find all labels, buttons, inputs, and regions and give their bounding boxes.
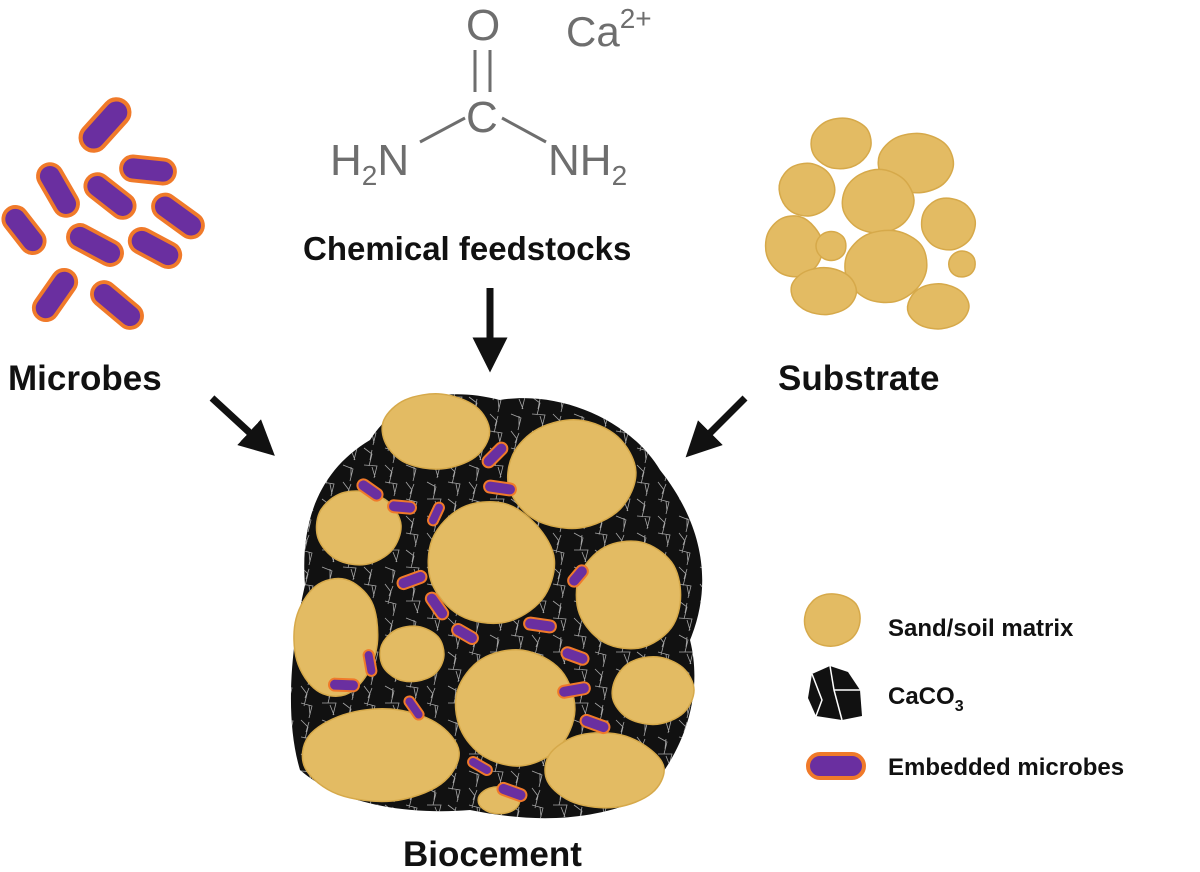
legend-microbe-icon [806,752,866,780]
rod-microbe-icon [451,623,479,645]
sand-grain-icon [920,197,977,251]
substrate-label: Substrate [778,359,939,398]
legend-caco3-label: CaCO3 [888,683,964,715]
urea-molecule: O C H2N NH2 [330,1,627,191]
sand-grain-icon [948,250,976,278]
rod-microbe-icon [396,569,428,591]
rod-microbe-icon [356,478,384,502]
urea-oxygen: O [466,1,500,50]
rod-microbe-icon [481,441,509,469]
sand-grain-icon [544,731,665,809]
rod-microbe-icon [119,154,177,186]
sand-grain-icon [778,162,836,217]
sand-grain-icon [844,229,928,304]
sand-grain-icon [815,230,847,262]
legend-sand-grain-icon [803,593,861,647]
rod-microbe-icon [66,223,124,267]
substrate-arrow-icon [685,395,748,458]
substrate-cluster [764,117,977,330]
biocement-embedded-microbes [328,441,611,803]
chemical-feedstocks-label: Chemical feedstocks [303,230,631,267]
rod-microbe-icon [1,205,47,255]
rod-microbe-icon [560,646,590,666]
urea-left-amine: H2N [330,136,409,191]
rod-microbe-icon [467,756,493,776]
microbes-label: Microbes [8,359,162,398]
rod-microbe-icon [387,499,417,515]
urea-carbon: C [466,93,498,142]
sand-grain-icon [790,266,858,316]
biocement-composite [290,393,703,819]
urea-right-amine: NH2 [548,136,627,191]
sand-grain-icon [454,649,576,767]
sand-grain-icon [841,168,915,234]
rod-microbe-icon [127,227,183,269]
rod-microbe-icon [403,695,425,721]
urea-bond-left [419,116,466,144]
rod-microbe-icon [579,713,611,735]
legend-microbes-label: Embedded microbes [888,754,1124,781]
biocement-sand-grains [293,393,695,815]
rod-microbe-icon [83,172,137,220]
sand-grain-icon [381,393,491,470]
sand-grain-icon [315,490,402,566]
sand-grain-icon [764,215,824,278]
sand-grain-icon [379,625,445,683]
sand-grain-icon [906,283,970,330]
sand-grain-icon [611,655,695,726]
sand-grain-icon [575,540,682,650]
sand-grain-icon [506,419,637,530]
rod-microbe-icon [424,591,450,621]
rod-microbe-icon [362,649,378,677]
legend-sand-label: Sand/soil matrix [888,615,1074,642]
rod-microbe-icon [496,781,528,803]
legend-caco3-crystal-icon [808,665,862,721]
legend: Sand/soil matrix CaCO3 Embedded microbes [803,593,1124,781]
rod-microbe-icon [36,162,80,218]
rod-microbe-icon [483,479,517,497]
microbes-arrow-icon [209,395,275,456]
calcium-ion: Ca2+ [566,3,652,55]
rod-microbe-icon [90,280,144,330]
rod-microbe-icon [328,677,360,693]
sand-grain-icon [301,707,460,803]
rod-microbe-icon [523,616,557,634]
microbes-cluster [1,97,205,330]
rod-microbe-icon [557,681,591,699]
rod-microbe-icon [31,267,79,323]
urea-bond-right [501,116,547,144]
sand-grain-icon [427,501,556,625]
rod-microbe-icon [427,501,445,527]
rod-microbe-icon [151,192,205,240]
rod-microbe-icon [78,97,132,153]
biocement-label: Biocement [403,835,582,872]
rod-microbe-icon [567,564,589,588]
sand-grain-icon [810,117,872,170]
